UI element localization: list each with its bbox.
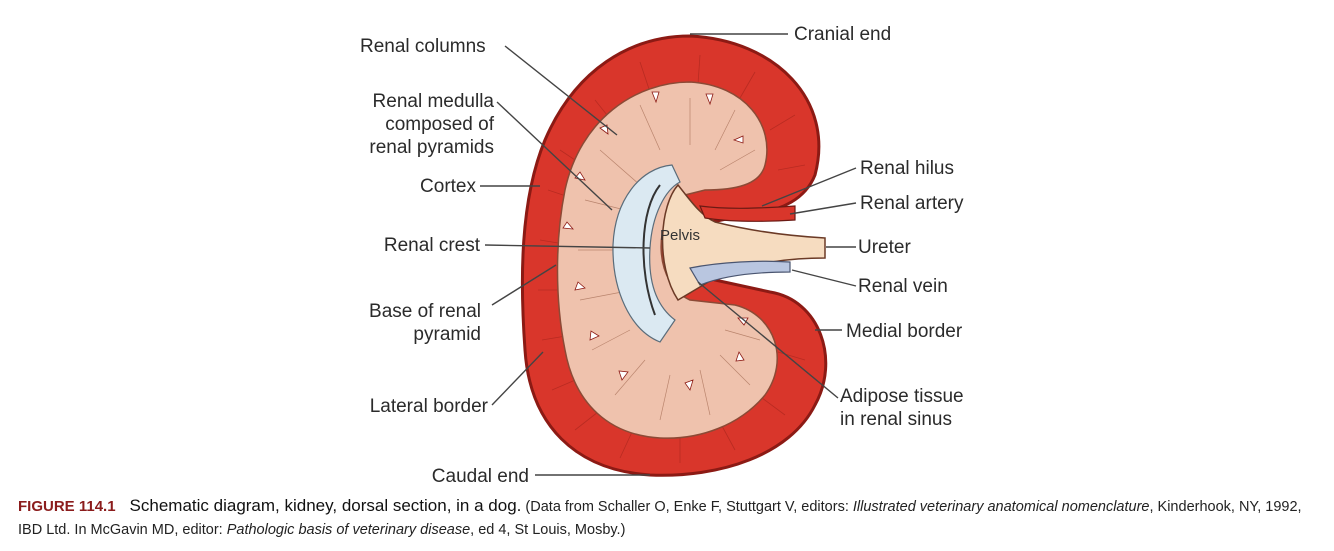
- label-renal-vein: Renal vein: [858, 276, 948, 297]
- label-renal-medulla-2: composed of: [385, 114, 495, 135]
- caption-source-suffix: , ed 4, St Louis, Mosby.): [470, 522, 626, 538]
- renal-vein: [689, 260, 791, 286]
- figure-number: FIGURE 114.1: [18, 498, 116, 515]
- caption-source-title-2: Pathologic basis of veterinary disease: [226, 522, 471, 538]
- renal-artery: [699, 205, 796, 222]
- label-renal-artery: Renal artery: [860, 193, 964, 214]
- pelvis-label: Pelvis: [660, 227, 700, 244]
- label-cortex: Cortex: [420, 176, 476, 197]
- medulla-striations: [578, 98, 761, 421]
- label-renal-hilus: Renal hilus: [860, 158, 954, 179]
- caption-source-mid: , Kinderhook, NY, 1992, IBD Ltd. In McGa…: [18, 499, 1302, 538]
- label-caudal-end: Caudal end: [432, 466, 529, 487]
- label-adipose-tissue-1: Adipose tissue: [840, 386, 964, 407]
- label-renal-medulla-1: Renal medulla: [373, 91, 495, 112]
- label-base-renal-pyramid-2: pyramid: [413, 324, 481, 345]
- label-renal-medulla-3: renal pyramids: [369, 137, 494, 158]
- caption-source-title-1: Illustrated veterinary anatomical nomenc…: [852, 499, 1150, 515]
- label-renal-crest: Renal crest: [384, 235, 481, 256]
- label-renal-columns: Renal columns: [360, 36, 486, 57]
- label-lateral-border: Lateral border: [370, 396, 489, 417]
- caption-source-prefix: (Data from Schaller O, Enke F, Stuttgart…: [525, 499, 853, 515]
- label-medial-border: Medial border: [846, 321, 963, 342]
- renal-column-notches: [562, 91, 749, 391]
- leader-lines: [480, 33, 857, 476]
- crest-inner-line: [642, 184, 661, 316]
- renal-crest: [612, 164, 681, 343]
- label-adipose-tissue-2: in renal sinus: [840, 409, 952, 430]
- kidney-diagram: Pelvis Renal columns Renal medulla compo…: [360, 24, 964, 487]
- label-cranial-end: Cranial end: [794, 24, 891, 45]
- label-base-renal-pyramid-1: Base of renal: [369, 301, 481, 322]
- renal-medulla: [556, 81, 778, 439]
- figure-title: Schematic diagram, kidney, dorsal sectio…: [129, 496, 522, 515]
- label-ureter: Ureter: [858, 237, 911, 258]
- figure-caption: FIGURE 114.1 Schematic diagram, kidney, d…: [18, 494, 1318, 542]
- cortex-striations: [538, 54, 806, 463]
